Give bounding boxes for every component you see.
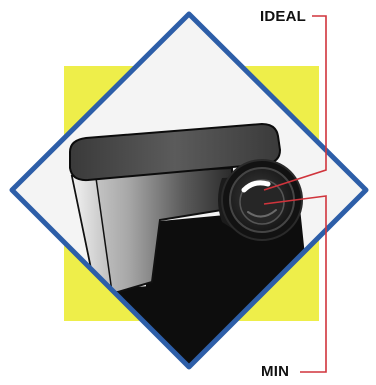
label-ideal: IDEAL [260, 8, 306, 25]
label-min: MIN [261, 363, 289, 380]
